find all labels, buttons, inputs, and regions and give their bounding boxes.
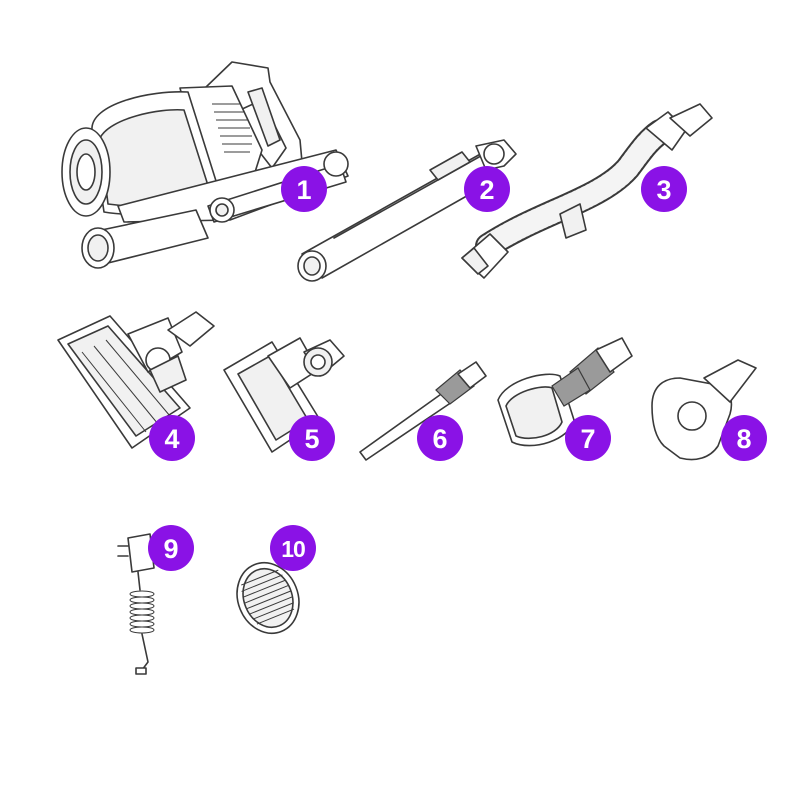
part-badge-9: 9 [148,525,194,571]
part-number-4: 4 [164,424,179,454]
part-badge-8: 8 [721,415,767,461]
part-badge-1: 1 [281,166,327,212]
main-unit-illustration [61,61,349,269]
part-badge-7: 7 [565,415,611,461]
dust-brush-illustration [497,337,633,447]
part-number-1: 1 [296,175,311,205]
part-badge-4: 4 [149,415,195,461]
part-number-2: 2 [479,175,494,205]
part-badge-6: 6 [417,415,463,461]
extension-tube-illustration [297,139,517,282]
part-number-9: 9 [163,534,178,564]
part-badge-10: 10 [270,525,316,571]
part-number-3: 3 [656,175,671,205]
part-badge-2: 2 [464,166,510,212]
part-number-6: 6 [432,424,447,454]
part-number-5: 5 [304,424,319,454]
filter-illustration [236,561,300,635]
part-number-10: 10 [281,536,305,562]
part-number-8: 8 [736,424,751,454]
part-badge-5: 5 [289,415,335,461]
charger-illustration [117,533,155,675]
flexible-hose-illustration [461,103,713,279]
part-badge-3: 3 [641,166,687,212]
part-number-7: 7 [580,424,595,454]
wall-mount-illustration [651,359,757,461]
floor-brush-illustration [57,311,215,449]
crevice-tool-illustration [359,361,487,461]
